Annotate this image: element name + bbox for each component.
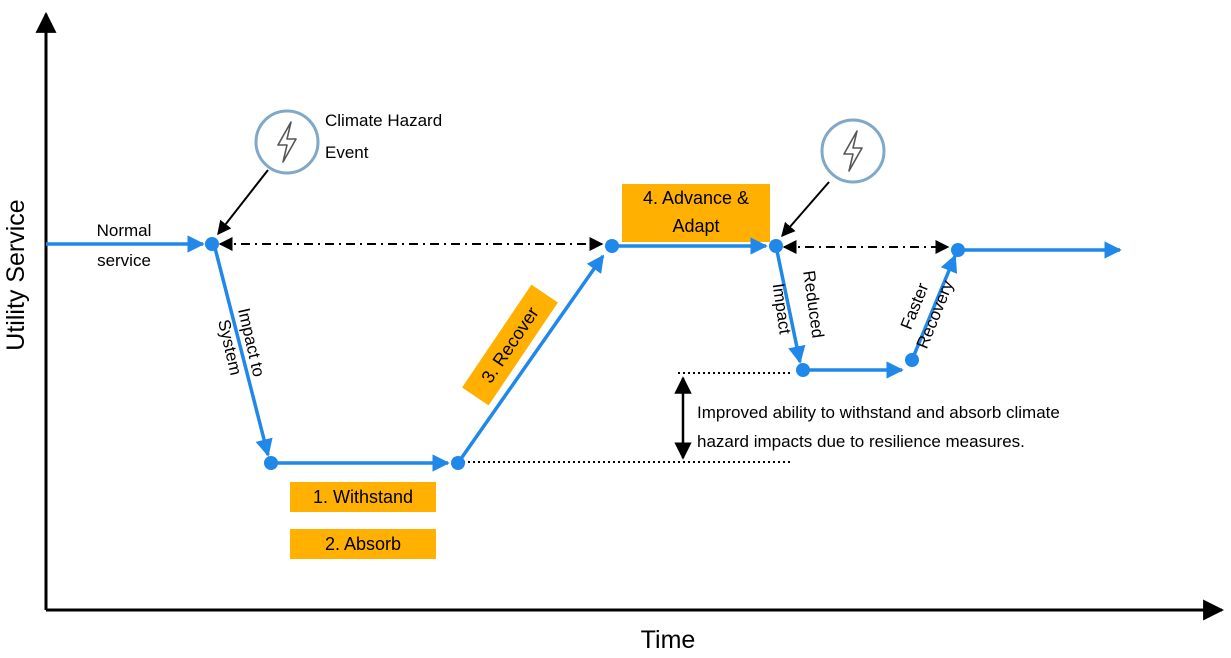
svg-text:4. Advance &: 4. Advance & — [643, 188, 749, 208]
svg-text:Impact: Impact — [769, 282, 795, 335]
lightning-bolt-icon — [820, 118, 886, 184]
svg-text:service: service — [97, 251, 151, 270]
svg-text:Adapt: Adapt — [672, 216, 719, 236]
y-axis-label: Utility Service — [2, 199, 30, 350]
svg-text:Climate Hazard: Climate Hazard — [325, 111, 442, 130]
normal-service-label: Normal service — [97, 221, 152, 270]
x-axis-label: Time — [641, 626, 696, 654]
svg-text:2. Absorb: 2. Absorb — [325, 534, 401, 554]
stage-advance-adapt: 4. Advance & Adapt — [622, 184, 770, 242]
svg-text:Event: Event — [325, 143, 369, 162]
hazard-event-label: Climate Hazard Event — [325, 111, 442, 162]
service-curve — [46, 235, 1122, 472]
improvement-note: Improved ability to withstand and absorb… — [697, 403, 1060, 451]
event-pointer-1 — [217, 169, 269, 236]
svg-text:3. Recover: 3. Recover — [477, 303, 542, 386]
svg-text:Reduced: Reduced — [799, 269, 827, 339]
faster-recovery-label: Faster Recovery — [897, 277, 958, 351]
stage-withstand: 1. Withstand — [290, 482, 436, 512]
reduced-impact-label: Reduced Impact — [769, 269, 828, 339]
svg-text:1. Withstand: 1. Withstand — [313, 487, 413, 507]
stage-absorb: 2. Absorb — [290, 529, 436, 559]
svg-text:Improved ability to withstand: Improved ability to withstand and absorb… — [697, 403, 1060, 422]
svg-text:hazard impacts due to resilien: hazard impacts due to resilience measure… — [697, 432, 1025, 451]
curve-nodes — [205, 237, 965, 470]
svg-text:Normal: Normal — [97, 221, 152, 240]
lightning-bolt-icon — [254, 109, 320, 175]
event-pointer-2 — [781, 181, 830, 238]
